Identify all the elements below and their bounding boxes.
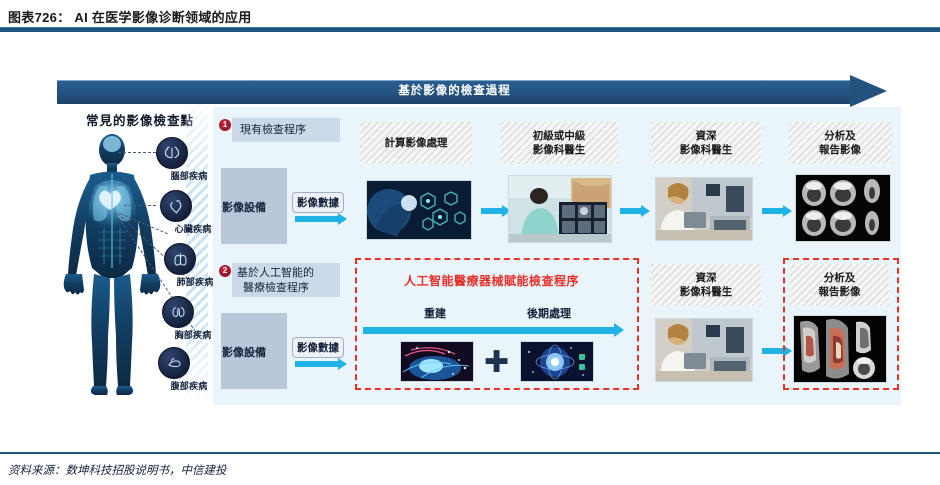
row2-step3-label-line1: 資深	[695, 272, 717, 284]
lungs-icon	[164, 243, 196, 275]
organ-label-heart: 心臟疾病	[174, 224, 212, 234]
row1-photo-junior-radiologist	[508, 175, 612, 243]
kidney-icon	[162, 296, 194, 328]
brain-icon	[156, 137, 188, 169]
ai-photo-reconstruction	[400, 341, 474, 382]
row2-arrow-0	[295, 357, 347, 370]
row2-device-box	[221, 313, 287, 389]
ai-process-title: 人工智能醫療器械賦能檢查程序	[404, 274, 580, 288]
row1-step4-label-line1: 分析及	[824, 130, 856, 142]
row1-arrow-0	[295, 212, 347, 225]
row2-photo-ai-report	[793, 315, 887, 383]
row2-number-badge: 2	[219, 265, 231, 277]
row1-step2-header: 初級或中級 影像科醫生	[500, 122, 618, 164]
source-note: 资料来源：数坤科技招股说明书，中信建投	[8, 465, 227, 477]
row1-device-label: 影像設備	[222, 202, 266, 214]
human-body-illustration	[60, 128, 220, 400]
hatch-separator	[186, 105, 208, 395]
row1-step1-header: 計算影像處理	[360, 122, 472, 164]
organ-label-abdomen: 腹部疾病	[170, 381, 208, 391]
banner-label: 基於影像的檢查過程	[398, 85, 511, 97]
row1-step4-label-line2: 報告影像	[819, 144, 861, 156]
banner-arrowhead-icon	[850, 75, 887, 107]
row1-number-badge: 1	[219, 119, 231, 131]
organ-label-lungs: 肺部疾病	[176, 277, 214, 287]
row2-photo-senior-radiologist	[655, 318, 753, 382]
row1-arrow-2	[620, 204, 650, 217]
abdomen-icon	[158, 347, 190, 379]
row2-step4-label-line1: 分析及	[823, 272, 856, 284]
row2-device-label: 影像設備	[222, 347, 266, 359]
left-panel-heading: 常見的影像檢查點	[85, 114, 194, 128]
row1-step2-label-line1: 初級或中級	[532, 130, 586, 142]
row1-step2-label-line2: 影像科醫生	[532, 144, 586, 156]
row1-title: 現有檢查程序	[240, 124, 306, 136]
row1-step3-label-line1: 資深	[695, 130, 717, 142]
row2-step4-label-line2: 報告影像	[818, 286, 861, 298]
row2-data-chip: 影像數據	[292, 337, 344, 358]
row2-step3-label-line2: 影像科醫生	[679, 286, 733, 298]
body-svg	[63, 134, 161, 395]
row1-step4-header: 分析及 報告影像	[788, 122, 892, 164]
row1-arrow-1	[481, 204, 511, 217]
row1-step3-header: 資深 影像科醫生	[651, 122, 761, 164]
process-banner: 基於影像的檢查過程	[57, 75, 887, 107]
row2-arrow-3	[762, 344, 792, 357]
banner-bar	[57, 80, 852, 104]
row2-title-line2: 醫療檢查程序	[243, 282, 309, 294]
heart-icon	[160, 190, 192, 222]
row1-arrow-3	[762, 204, 792, 217]
row2-title-line1: 基於人工智能的	[237, 267, 314, 279]
ai-step-postprocess-label: 後期處理	[527, 308, 571, 320]
row1-title-box	[232, 118, 340, 142]
ai-step-reconstruct-label: 重建	[424, 308, 446, 320]
header-divider	[0, 27, 940, 32]
row1-step3-label-line2: 影像科醫生	[679, 144, 733, 156]
leader-line-brain	[118, 152, 156, 153]
row1-device-box	[221, 168, 287, 244]
organ-label-brain: 腦部疾病	[170, 171, 208, 181]
row1-photo-senior-radiologist	[655, 177, 753, 241]
leader-line-heart	[124, 205, 156, 206]
row1-photo-ct-report	[795, 174, 891, 242]
row1-step1-label: 計算影像處理	[384, 137, 448, 149]
row1-data-chip: 影像數據	[292, 192, 344, 213]
ai-report-box	[783, 258, 899, 390]
row2-step4-header: 分析及 報告影像	[790, 264, 889, 306]
plus-icon: ✚	[484, 345, 510, 380]
organ-label-kidney: 胸部疾病	[174, 330, 212, 340]
row2-title-box	[232, 263, 340, 297]
ai-process-arrow	[363, 323, 624, 337]
row1-photo-imaging	[366, 180, 472, 240]
ai-process-box	[355, 258, 639, 390]
page-title: 图表726： AI 在医学影像诊断领域的应用	[8, 10, 252, 25]
ai-photo-postprocessing	[520, 341, 594, 382]
footer-divider	[0, 452, 940, 454]
row2-step3-header: 資深 影像科醫生	[651, 264, 761, 306]
